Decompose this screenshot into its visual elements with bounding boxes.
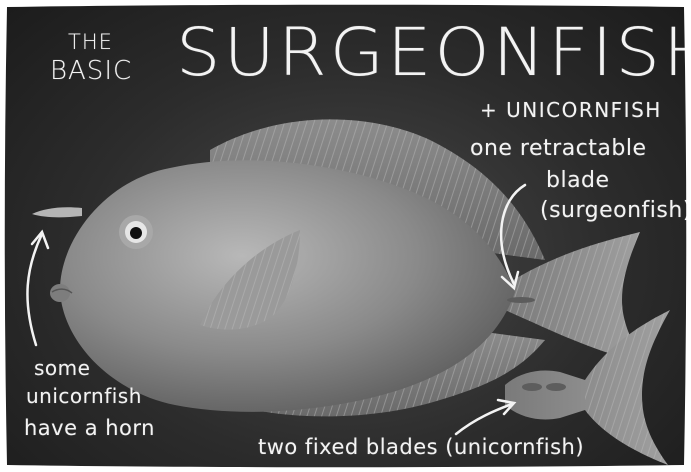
image-frame	[0, 0, 691, 472]
illustration-canvas: THE BASIC SURGEONFISH + UNICORNFISH one …	[0, 0, 691, 472]
